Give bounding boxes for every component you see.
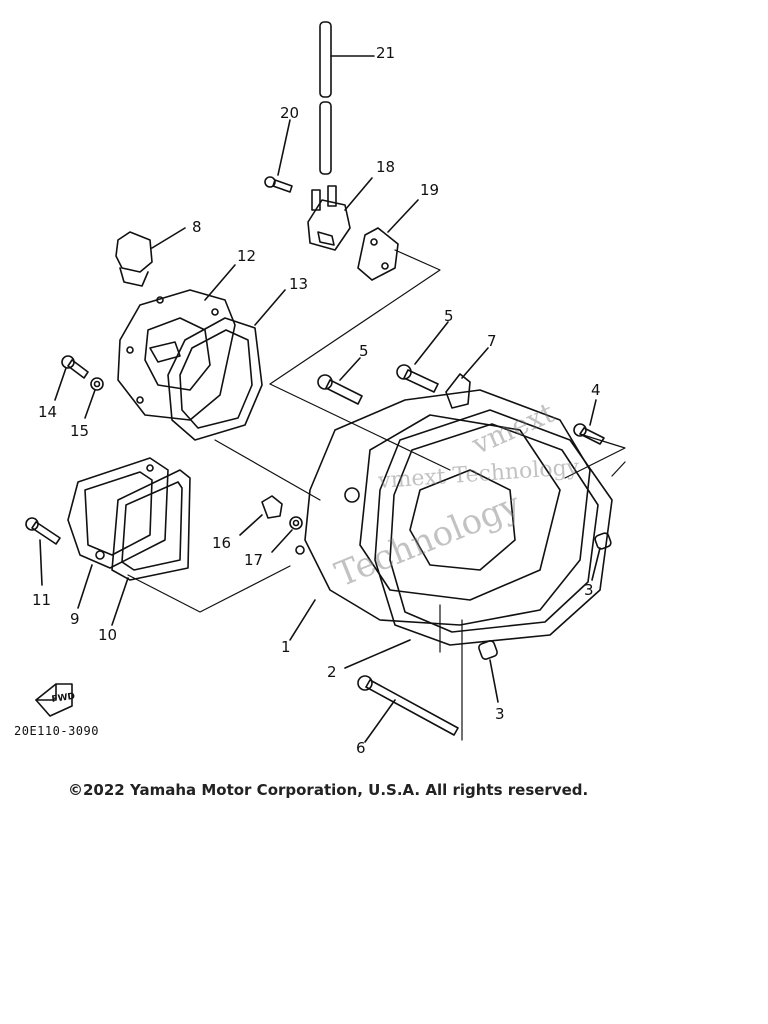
copyright-notice: ©2022 Yamaha Motor Corporation, U.S.A. A…: [68, 781, 589, 799]
label-part-3a: 3: [495, 705, 505, 723]
gasket-part-2: [344, 409, 613, 669]
label-part-17: 17: [244, 551, 264, 569]
forward-arrow-icon: [35, 683, 73, 717]
label-part-20: 20: [280, 104, 300, 122]
reference-lines: [127, 249, 626, 741]
label-part-15: 15: [70, 422, 90, 440]
label-part-10: 10: [98, 626, 118, 644]
cover-part-9: [67, 457, 169, 609]
screw-part-20: [264, 119, 293, 193]
label-part-14: 14: [38, 403, 58, 421]
gasket-part-13: [167, 289, 286, 441]
gasket-part-10: [111, 469, 191, 626]
label-part-8: 8: [192, 218, 202, 236]
label-part-13: 13: [289, 275, 309, 293]
label-part-9: 9: [70, 610, 80, 628]
svg-text:FWD: FWD: [51, 692, 76, 705]
label-part-16: 16: [212, 534, 232, 552]
plug-part-16: [239, 495, 283, 536]
label-part-18: 18: [376, 158, 396, 176]
filler-cap-part-8: [115, 227, 186, 287]
diagram-part-code: 20E110-3090: [14, 724, 99, 738]
bolt-part-14: [54, 355, 89, 401]
bolt-part-5b: [396, 321, 449, 393]
washer-part-17: [271, 516, 303, 553]
label-part-4: 4: [591, 381, 601, 399]
label-part-3b: 3: [584, 581, 594, 599]
label-part-5b: 5: [359, 342, 369, 360]
label-part-6: 6: [356, 739, 366, 757]
cover-plate-part-19: [357, 199, 419, 281]
bolt-part-5a: [317, 357, 363, 405]
cover-part-12: [117, 264, 236, 421]
label-part-1: 1: [281, 638, 291, 656]
washer-part-15: [84, 377, 104, 419]
dowel-pin-part-3a: [478, 640, 499, 703]
dowel-pin-part-3b: [591, 532, 612, 581]
label-part-5a: 5: [444, 307, 454, 325]
screw-part-4: [573, 399, 605, 445]
label-part-11: 11: [32, 591, 52, 609]
bolt-part-11: [25, 517, 61, 586]
label-part-12: 12: [237, 247, 257, 265]
long-bolt-part-6: [357, 675, 459, 743]
hose-part: [319, 21, 375, 175]
label-part-19: 19: [420, 181, 440, 199]
label-part-7: 7: [487, 332, 497, 350]
label-part-2: 2: [327, 663, 337, 681]
fitting-part-18: [307, 177, 373, 251]
label-part-21: 21: [376, 44, 396, 62]
clamp-part-7: [445, 347, 489, 409]
crankcase-cover-part-1: [289, 389, 591, 641]
